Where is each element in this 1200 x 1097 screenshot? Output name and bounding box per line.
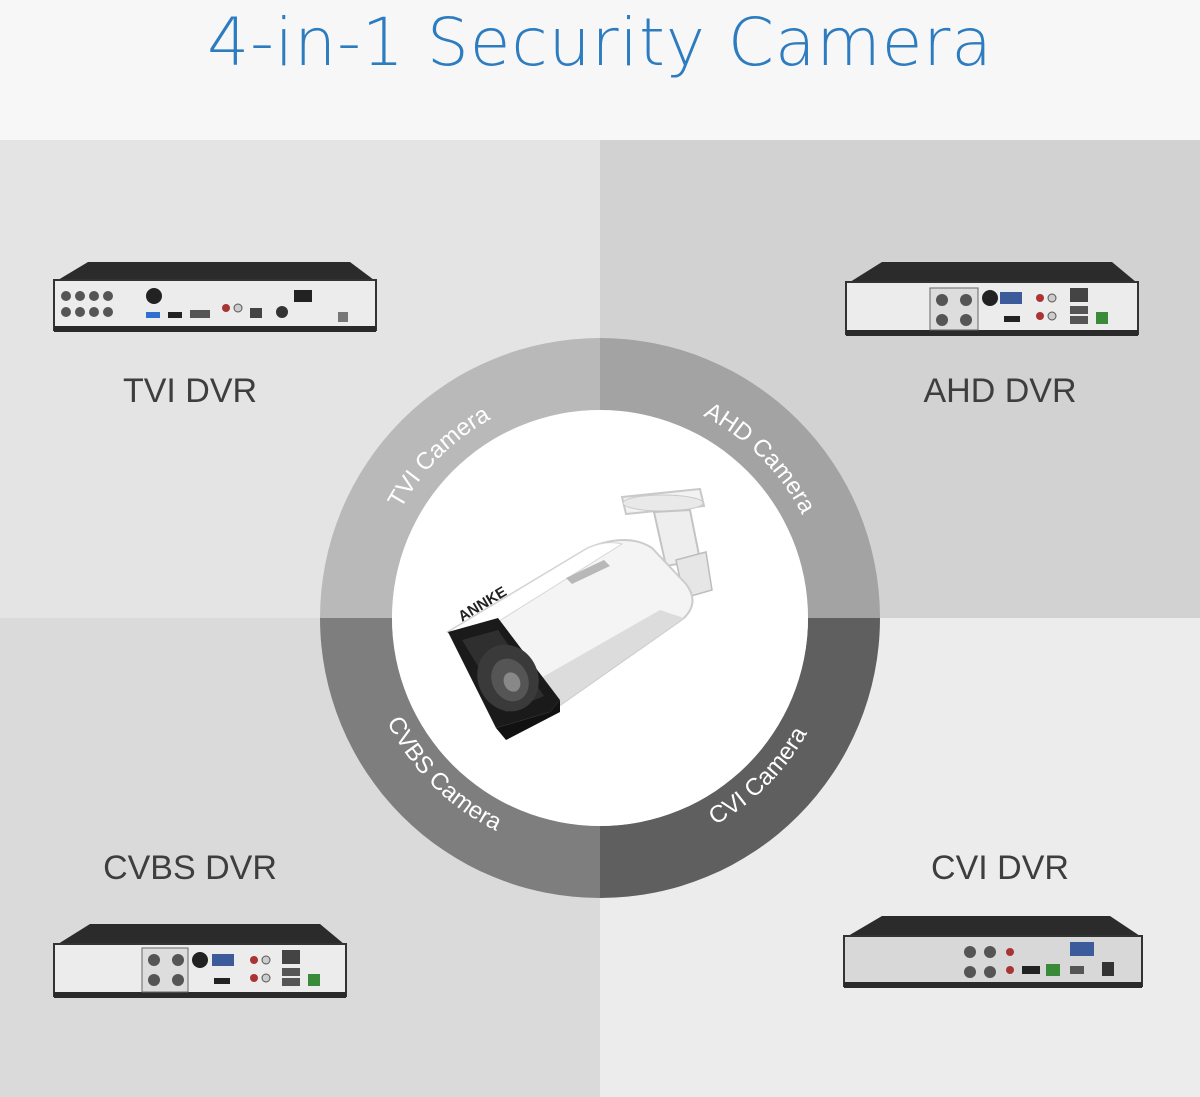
ring-segment-ahd: [600, 338, 880, 618]
ring-segment-cvbs: [320, 618, 600, 898]
ring-segment-tvi: [320, 338, 600, 618]
ring-segment-cvi: [600, 618, 880, 898]
bullet-camera-image: ANNKE: [446, 487, 713, 740]
ahd-dvr-label: AHD DVR: [923, 372, 1077, 410]
header: 4-in-1 Security Camera: [0, 0, 1200, 140]
cvi-dvr-label: CVI DVR: [931, 849, 1069, 887]
ahd-dvr-image: [845, 262, 1139, 336]
tvi-dvr-image: [53, 262, 377, 332]
page-title: 4-in-1 Security Camera: [207, 4, 993, 81]
cvi-dvr-image: [843, 916, 1143, 988]
cvbs-dvr-image: [53, 924, 347, 998]
tvi-dvr-label: TVI DVR: [122, 372, 258, 410]
cvbs-dvr-label: CVBS DVR: [103, 849, 277, 887]
